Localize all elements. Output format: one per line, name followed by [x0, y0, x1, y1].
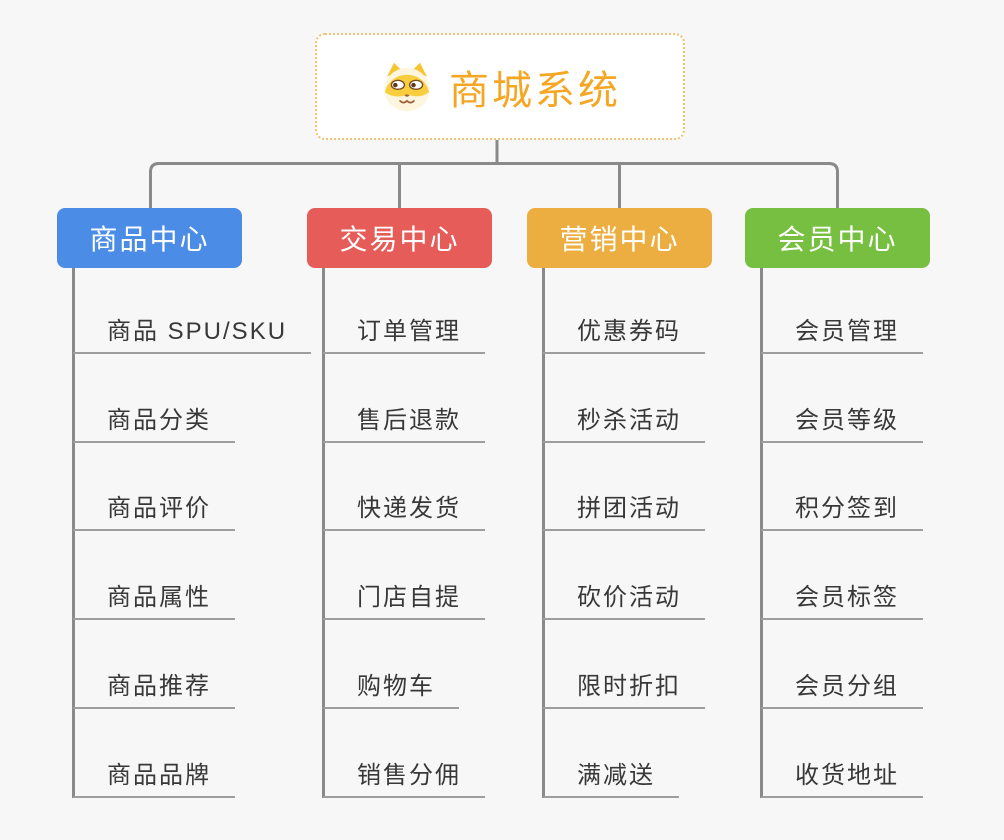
leaf-node[interactable]: 会员标签: [761, 585, 923, 620]
leaf-node[interactable]: 优惠券码: [543, 319, 705, 354]
branch-child-line: [72, 268, 75, 798]
leaf-node[interactable]: 快递发货: [323, 496, 485, 531]
leaf-node[interactable]: 商品 SPU/SKU: [73, 319, 312, 354]
leaf-node[interactable]: 会员管理: [761, 319, 923, 354]
root-title: 商城系统: [449, 68, 621, 113]
leaf-node[interactable]: 商品分类: [73, 408, 235, 443]
leaf-node[interactable]: 商品属性: [73, 585, 235, 620]
branch-column-product: 商品中心 商品 SPU/SKU 商品分类 商品评价 商品属性 商品推荐 商品品牌: [57, 208, 312, 808]
leaf-node[interactable]: 商品品牌: [73, 763, 235, 798]
dog-face-icon: [384, 62, 430, 111]
branch-rail-line: [149, 162, 839, 210]
leaf-node[interactable]: 会员分组: [761, 674, 923, 709]
leaf-node[interactable]: 满减送: [543, 763, 679, 798]
leaf-node[interactable]: 会员等级: [761, 408, 923, 443]
leaf-node[interactable]: 积分签到: [761, 496, 923, 531]
leaf-node[interactable]: 商品推荐: [73, 674, 235, 709]
leaf-node[interactable]: 购物车: [323, 674, 459, 709]
branch-node-member[interactable]: 会员中心: [745, 208, 930, 268]
branch-child-line: [760, 268, 763, 798]
root-node[interactable]: 商城系统: [315, 33, 685, 140]
branch-child-line: [542, 268, 545, 798]
leaf-node[interactable]: 门店自提: [323, 585, 485, 620]
branch-column-marketing: 营销中心 优惠券码 秒杀活动 拼团活动 砍价活动 限时折扣 满减送: [527, 208, 777, 808]
branch-node-trade[interactable]: 交易中心: [307, 208, 492, 268]
leaf-node[interactable]: 订单管理: [323, 319, 485, 354]
branch-child-line: [322, 268, 325, 798]
leaf-node[interactable]: 秒杀活动: [543, 408, 705, 443]
leaf-node[interactable]: 商品评价: [73, 496, 235, 531]
leaf-node[interactable]: 售后退款: [323, 408, 485, 443]
leaf-node[interactable]: 收货地址: [761, 763, 923, 798]
leaf-node[interactable]: 拼团活动: [543, 496, 705, 531]
leaf-node[interactable]: 限时折扣: [543, 674, 705, 709]
branch-column-member: 会员中心 会员管理 会员等级 积分签到 会员标签 会员分组 收货地址: [745, 208, 995, 808]
branch-node-product[interactable]: 商品中心: [57, 208, 242, 268]
branch-node-marketing[interactable]: 营销中心: [527, 208, 712, 268]
branch-column-trade: 交易中心 订单管理 售后退款 快递发货 门店自提 购物车 销售分佣: [307, 208, 557, 808]
leaf-node[interactable]: 销售分佣: [323, 763, 485, 798]
leaf-node[interactable]: 砍价活动: [543, 585, 705, 620]
